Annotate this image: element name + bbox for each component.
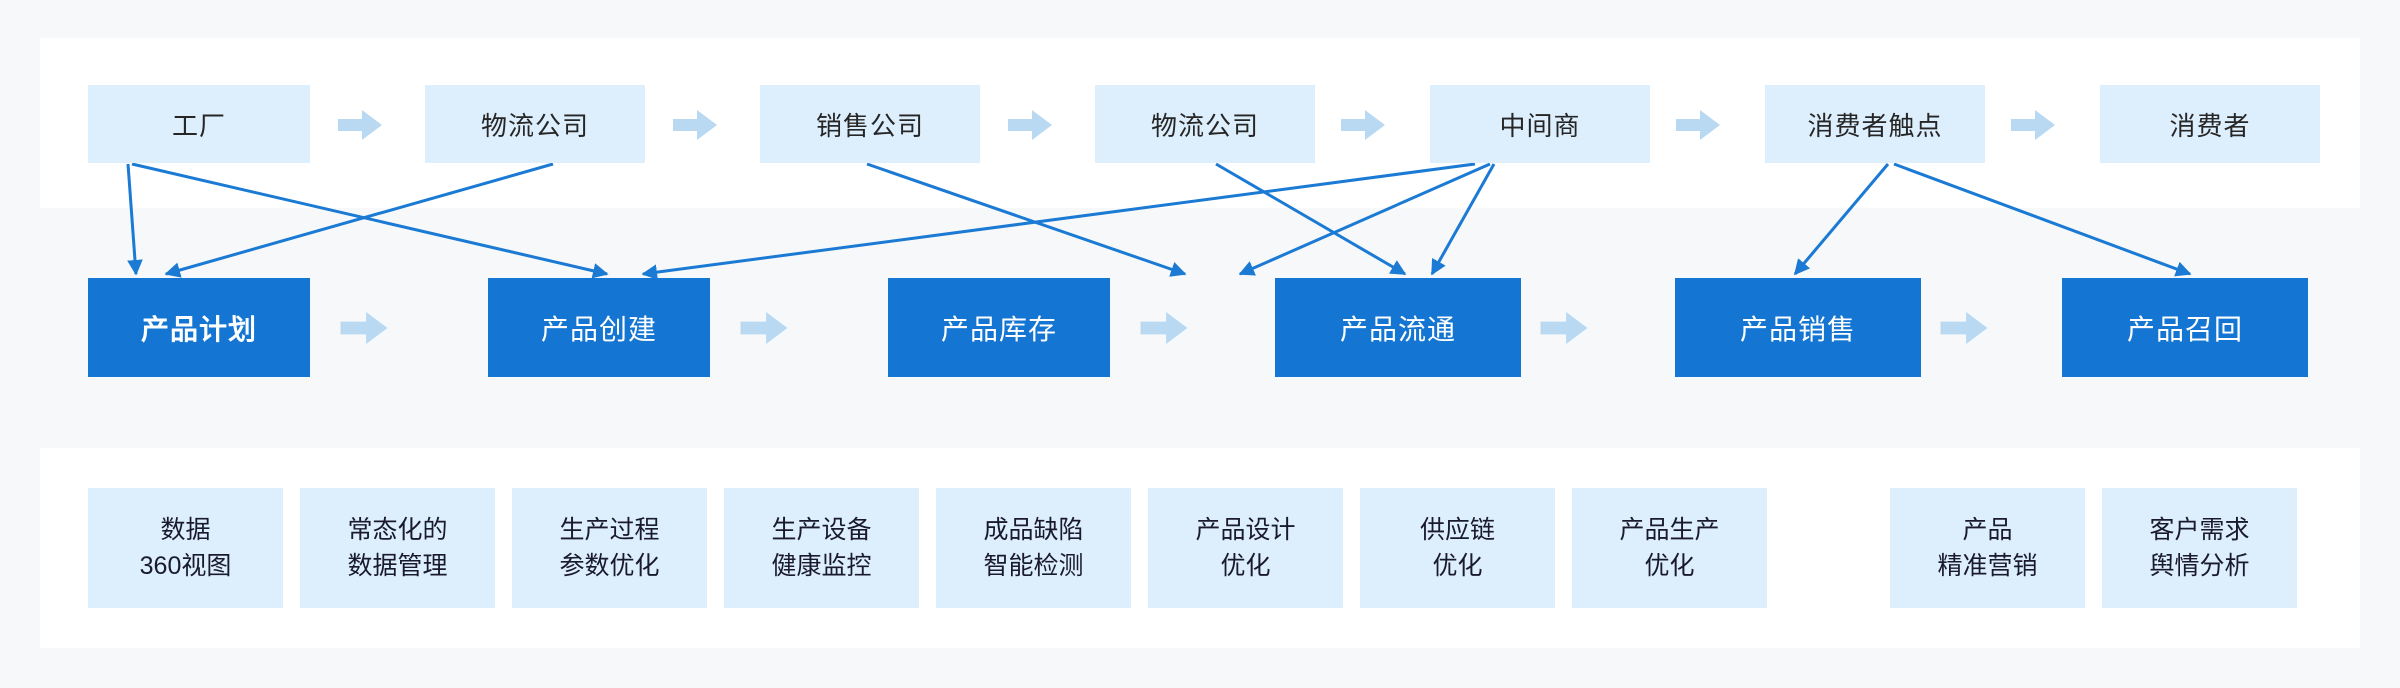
stage-flow-chevron-icon-2	[1140, 312, 1188, 344]
actor-flow-chevron-icon-4	[1676, 110, 1720, 140]
capability-card-1[interactable]: 常态化的数据管理	[300, 488, 495, 608]
actor-label: 工厂	[171, 110, 226, 141]
actor-box-3[interactable]: 物流公司	[1095, 85, 1315, 163]
capability-line-2: 智能检测	[983, 552, 1084, 580]
stage-flow-chevron-icon-3	[1540, 312, 1588, 344]
actor-flow-chevron-icon-5	[2011, 110, 2055, 140]
actor-box-0[interactable]: 工厂	[88, 85, 310, 163]
actor-label: 消费者	[2169, 110, 2251, 141]
capability-line-1: 成品缺陷	[983, 515, 1084, 544]
capability-line-2: 健康监控	[771, 552, 872, 580]
capability-line-2: 舆情分析	[2149, 552, 2250, 580]
stage-box-2[interactable]: 产品库存	[888, 278, 1110, 377]
capability-line-1: 产品设计	[1195, 515, 1296, 544]
stage-label: 产品计划	[140, 313, 257, 345]
actor-flow-chevron-icon-2	[1008, 110, 1052, 140]
actor-flow-chevron-icon-3	[1341, 110, 1385, 140]
capability-line-1: 产品生产	[1619, 515, 1720, 544]
capability-line-2: 360视图	[139, 552, 232, 580]
stage-box-4[interactable]: 产品销售	[1675, 278, 1921, 377]
stage-label: 产品创建	[540, 313, 657, 345]
stage-label: 产品流通	[1339, 313, 1456, 345]
stages-row: 产品计划 产品创建 产品库存 产品流通 产品销售 产品召回	[88, 278, 2308, 377]
actor-label: 中间商	[1499, 110, 1581, 141]
stage-box-3[interactable]: 产品流通	[1275, 278, 1521, 377]
actor-label: 销售公司	[815, 110, 924, 141]
actor-flow-chevron-icon-1	[673, 110, 717, 140]
stage-box-0[interactable]: 产品计划	[88, 278, 310, 377]
capability-card-3[interactable]: 生产设备健康监控	[724, 488, 919, 608]
capability-line-1: 供应链	[1419, 515, 1495, 544]
capability-line-2: 优化	[1432, 552, 1483, 580]
actor-label: 物流公司	[480, 110, 589, 141]
capability-line-1: 常态化的	[347, 515, 448, 544]
actor-box-1[interactable]: 物流公司	[425, 85, 645, 163]
capability-line-1: 生产过程	[559, 515, 660, 544]
capability-card-4[interactable]: 成品缺陷智能检测	[936, 488, 1131, 608]
capability-card-9[interactable]: 客户需求舆情分析	[2102, 488, 2297, 608]
actor-label: 物流公司	[1150, 110, 1259, 141]
capability-line-2: 精准营销	[1937, 552, 2038, 580]
actor-label: 消费者触点	[1807, 110, 1943, 141]
stage-label: 产品销售	[1739, 313, 1856, 345]
stage-label: 产品召回	[2126, 313, 2243, 345]
stage-flow-chevron-icon-1	[740, 312, 788, 344]
stage-flow-chevron-icon-0	[340, 312, 388, 344]
capability-line-2: 优化	[1220, 552, 1271, 580]
capability-line-1: 数据	[160, 515, 211, 544]
stage-flow-chevron-icon-4	[1940, 312, 1988, 344]
stage-box-5[interactable]: 产品召回	[2062, 278, 2308, 377]
capability-line-1: 生产设备	[771, 515, 872, 544]
capability-card-7[interactable]: 产品生产优化	[1572, 488, 1767, 608]
actor-box-2[interactable]: 销售公司	[760, 85, 980, 163]
capability-line-1: 产品	[1962, 515, 2013, 544]
stage-box-1[interactable]: 产品创建	[488, 278, 710, 377]
capability-line-2: 数据管理	[347, 552, 448, 580]
actor-box-4[interactable]: 中间商	[1430, 85, 1650, 163]
actors-row: 工厂 物流公司 销售公司 物流公司 中间商 消费者触点 消费者	[0, 0, 2400, 210]
capability-card-8[interactable]: 产品精准营销	[1890, 488, 2085, 608]
stage-label: 产品库存	[940, 313, 1057, 345]
capability-card-2[interactable]: 生产过程参数优化	[512, 488, 707, 608]
capability-line-1: 客户需求	[2149, 515, 2250, 544]
capability-line-2: 优化	[1644, 552, 1695, 580]
capability-card-6[interactable]: 供应链优化	[1360, 488, 1555, 608]
capability-card-5[interactable]: 产品设计优化	[1148, 488, 1343, 608]
capability-card-0[interactable]: 数据 360视图	[88, 488, 283, 608]
capability-line-2: 参数优化	[559, 552, 660, 580]
actor-box-5[interactable]: 消费者触点	[1765, 85, 1985, 163]
actor-box-6[interactable]: 消费者	[2100, 85, 2320, 163]
actor-flow-chevron-icon-0	[338, 110, 382, 140]
